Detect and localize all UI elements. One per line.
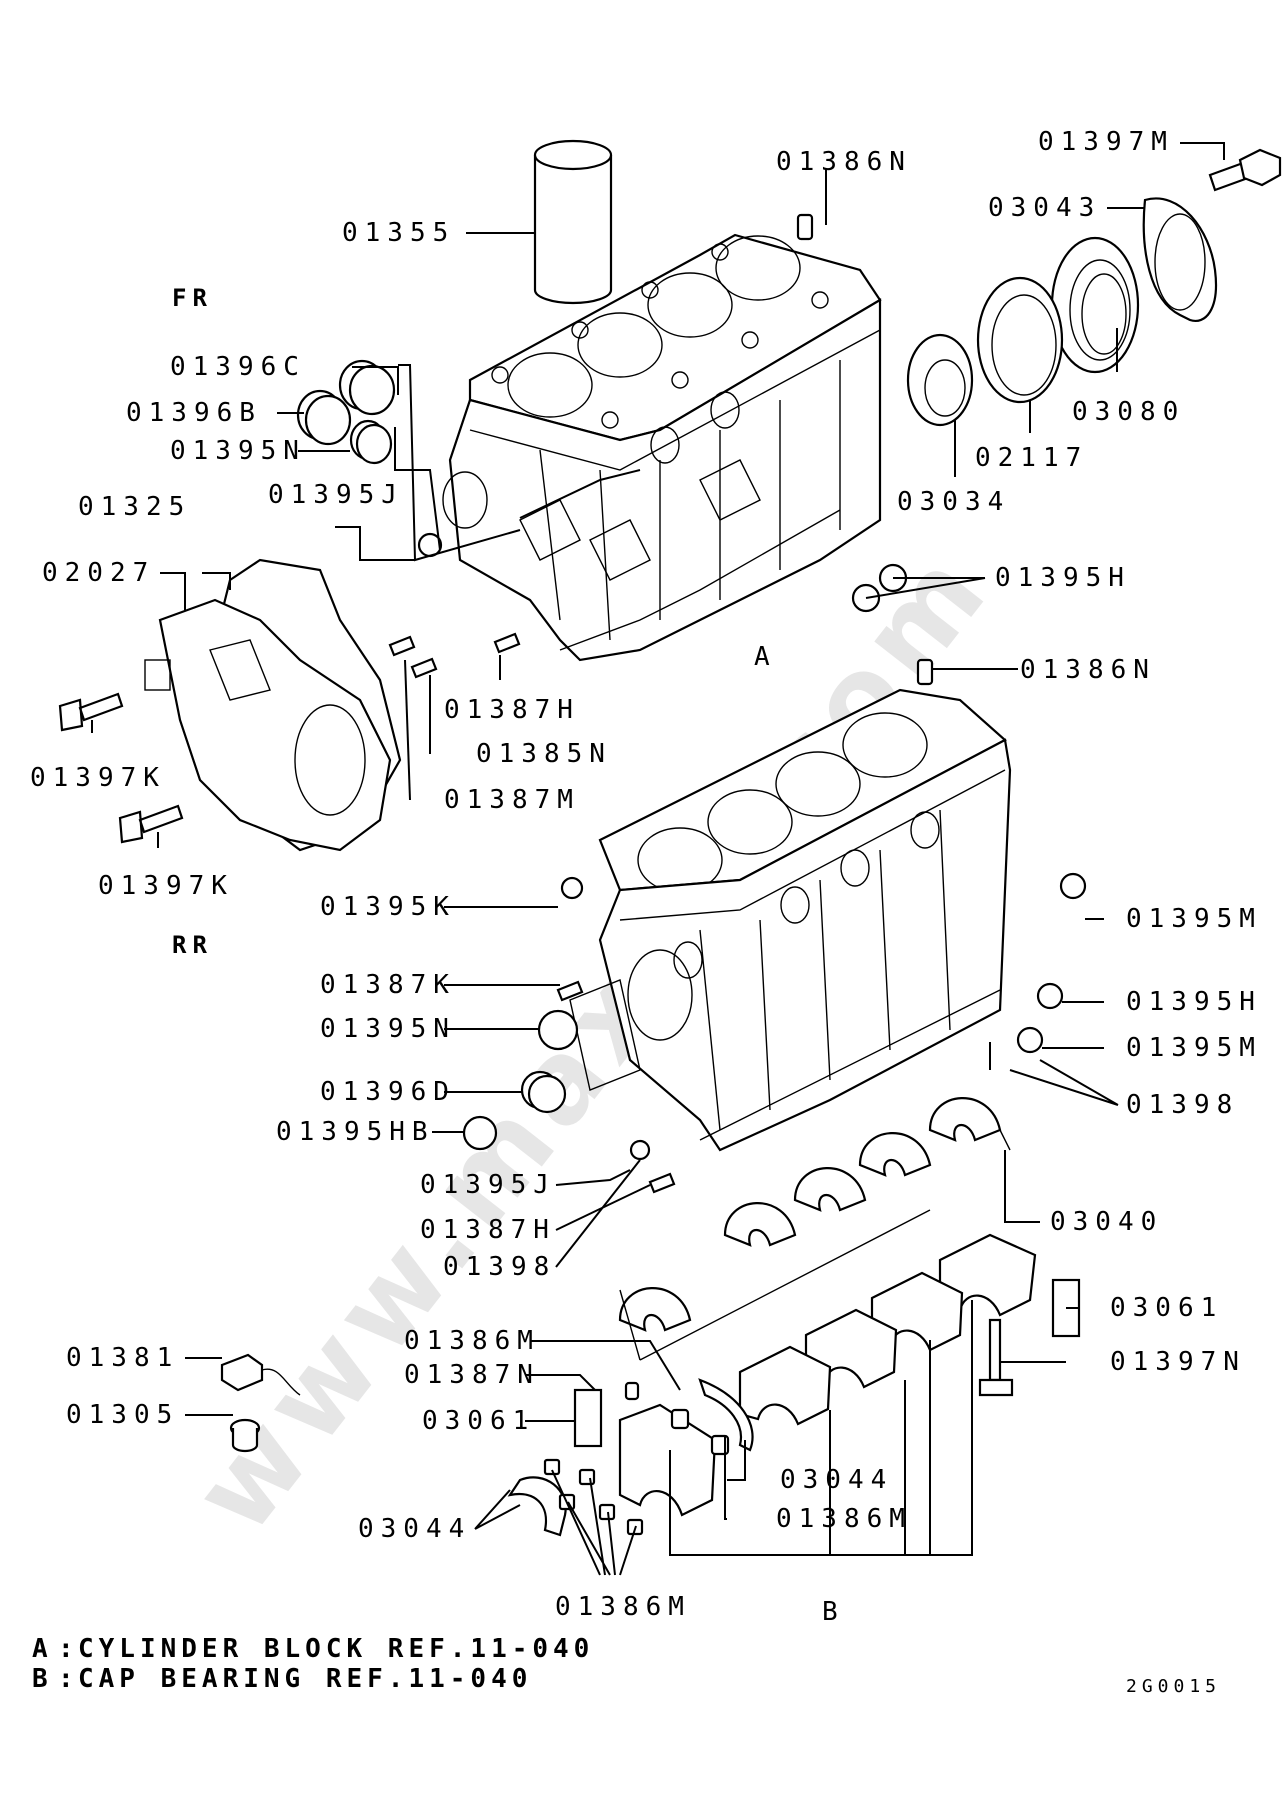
label-01385N: 01385N [476,739,612,769]
label-01395M-top: 01395M [1126,904,1262,934]
label-01386M-bottom: 01386M [555,1592,691,1622]
cap-bearings [507,1233,1081,1537]
label-01325: 01325 [78,492,191,522]
bolt-01397M [1208,148,1282,192]
ref-B-marker: B [822,1597,845,1627]
reference-legend: A : CYLINDER BLOCK REF.11-040 B : CAP BE… [32,1634,594,1694]
oil-seal-03034 [906,333,974,427]
part-labels: 01397M 01386N 03043 01355 01396C 01396B … [30,127,1262,1627]
label-01305: 01305 [66,1400,179,1430]
label-03034: 03034 [897,487,1010,517]
label-01387H-top: 01387H [444,695,580,725]
label-01395J-mid: 01395J [420,1170,556,1200]
diagram-code: 2G0015 [1126,1676,1221,1697]
label-01398-left: 01398 [443,1252,556,1282]
label-01396B: 01396B [126,398,262,428]
label-01395HB: 01395HB [276,1117,435,1147]
label-03080: 03080 [1072,397,1185,427]
label-01386N-mid: 01386N [1020,655,1156,685]
label-01395H-mid: 01395H [1126,987,1262,1017]
gasket-02027 [144,598,392,852]
label-01386M-mid: 01386M [776,1504,912,1534]
dowel-01386N-top [796,213,814,241]
label-01387M: 01387M [444,785,580,815]
pins-01387H-01385N-01387M [388,632,521,679]
label-01397K-top: 01397K [30,763,166,793]
label-01398-right: 01398 [1126,1090,1239,1120]
label-01395N-top: 01395N [170,436,306,466]
gasket-03043 [1142,197,1218,323]
label-01386N-top: 01386N [776,147,912,177]
oil-seal-case-03080 [1050,236,1140,374]
label-02117: 02117 [975,443,1088,473]
label-03044-left: 03044 [358,1514,471,1544]
legend-item-a-text: CYLINDER BLOCK REF.11-040 [78,1634,594,1664]
label-01387N: 01387N [404,1360,540,1390]
cylinder-liner-01355 [533,139,613,305]
bushings-01396C-01396B-01395N [296,359,443,558]
gasket-02117 [976,276,1064,404]
leader-lines [91,142,1225,1576]
label-01395K: 01395K [320,892,456,922]
legend-item-a-key: A [32,1634,53,1664]
legend-item-b-key: B [32,1664,53,1694]
label-02027: 02027 [42,558,155,588]
label-01396C: 01396C [170,352,306,382]
legend-item-b-text: CAP BEARING REF.11-040 [78,1664,532,1694]
label-01396D: 01396D [320,1077,456,1107]
label-01381: 01381 [66,1343,179,1373]
label-01397M: 01397M [1038,127,1174,157]
front-direction-label: FR [172,284,213,312]
lower-block-loose-parts [462,658,1087,1194]
label-01355: 01355 [342,218,455,248]
label-01395N-mid: 01395N [320,1014,456,1044]
label-01386M-top: 01386M [404,1326,540,1356]
lower-cylinder-block [569,688,1012,1152]
legend-item-a-colon: : [58,1634,79,1664]
sensor-01381-and-plug-01305 [220,1353,301,1453]
label-01387H-mid: 01387H [420,1215,556,1245]
main-bearings-03040 [618,1097,1011,1361]
label-03044-right: 03044 [780,1465,893,1495]
upper-cylinder-block [442,233,882,662]
label-03061-right: 03061 [1110,1293,1223,1323]
label-01387K: 01387K [320,970,456,1000]
label-01395M-bottom: 01395M [1126,1033,1262,1063]
label-01395H-top: 01395H [995,563,1131,593]
legend-item-b-colon: : [58,1664,79,1694]
label-03043: 03043 [988,193,1101,223]
label-03061-left: 03061 [422,1406,535,1436]
ref-A-marker: A [754,642,777,672]
label-01395J-top: 01395J [268,480,404,510]
label-03040: 03040 [1050,1207,1163,1237]
bolts-01397K [58,692,184,844]
label-01397N: 01397N [1110,1347,1246,1377]
rear-direction-label: RR [172,931,213,959]
label-01397K-bottom: 01397K [98,871,234,901]
